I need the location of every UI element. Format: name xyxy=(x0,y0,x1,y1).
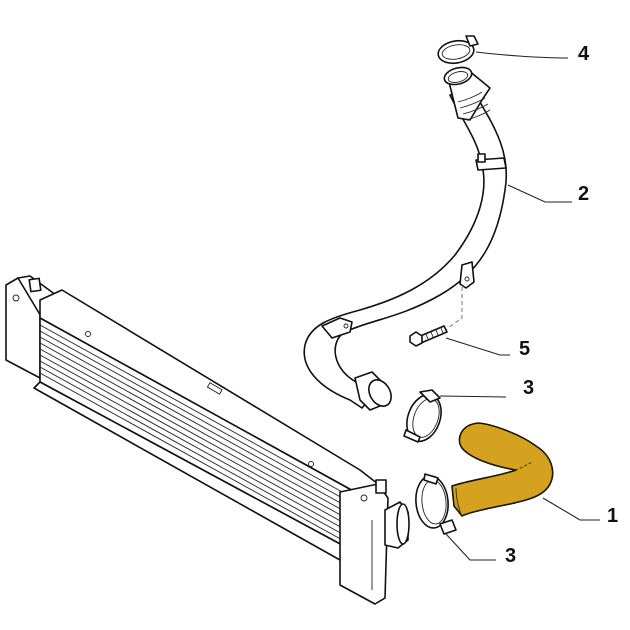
callout-4: 4 xyxy=(578,43,590,65)
bolt xyxy=(409,325,448,347)
hose-body xyxy=(451,422,554,517)
leader-lines xyxy=(439,51,600,561)
hose-clamp-lower xyxy=(415,473,457,535)
intercooler xyxy=(5,275,410,605)
callout-3-lower: 3 xyxy=(505,545,517,567)
charge-air-pipe xyxy=(303,66,508,411)
callout-1: 1 xyxy=(607,505,619,527)
charge-air-hose-highlighted xyxy=(451,422,554,517)
hose-clamp-upper xyxy=(403,389,442,443)
callout-2: 2 xyxy=(578,183,590,205)
bolt-alignment-line xyxy=(447,287,463,329)
hose-clamp-top xyxy=(437,35,479,65)
callout-3-upper: 3 xyxy=(523,377,535,399)
callout-5: 5 xyxy=(519,338,531,360)
